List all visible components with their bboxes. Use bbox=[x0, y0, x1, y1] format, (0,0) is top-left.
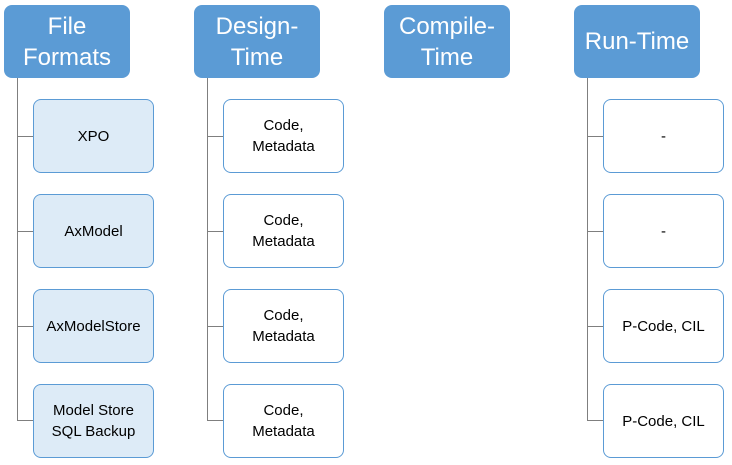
connector-branch bbox=[207, 231, 223, 232]
connector-trunk bbox=[17, 78, 18, 420]
connector-trunk bbox=[587, 78, 588, 420]
header-run-time: Run-Time bbox=[574, 5, 700, 78]
file-format-card: AxModel bbox=[33, 194, 154, 268]
header-design-time: Design- Time bbox=[194, 5, 320, 78]
connector-branch bbox=[587, 231, 603, 232]
design-time-card: Code, Metadata bbox=[223, 99, 344, 173]
design-time-card: Code, Metadata bbox=[223, 384, 344, 458]
connector-branch bbox=[17, 326, 33, 327]
file-format-card: XPO bbox=[33, 99, 154, 173]
connector-trunk bbox=[207, 78, 208, 420]
connector-branch bbox=[17, 420, 33, 421]
run-time-card: P-Code, CIL bbox=[603, 384, 724, 458]
connector-branch bbox=[587, 136, 603, 137]
connector-branch bbox=[17, 231, 33, 232]
run-time-card: P-Code, CIL bbox=[603, 289, 724, 363]
run-time-card: - bbox=[603, 194, 724, 268]
connector-branch bbox=[587, 420, 603, 421]
header-file-formats: File Formats bbox=[4, 5, 130, 78]
connector-branch bbox=[207, 136, 223, 137]
design-time-card: Code, Metadata bbox=[223, 194, 344, 268]
file-format-card: Model Store SQL Backup bbox=[33, 384, 154, 458]
design-time-card: Code, Metadata bbox=[223, 289, 344, 363]
run-time-card: - bbox=[603, 99, 724, 173]
connector-branch bbox=[17, 136, 33, 137]
file-format-card: AxModelStore bbox=[33, 289, 154, 363]
connector-branch bbox=[207, 326, 223, 327]
connector-branch bbox=[207, 420, 223, 421]
header-compile-time: Compile- Time bbox=[384, 5, 510, 78]
connector-branch bbox=[587, 326, 603, 327]
